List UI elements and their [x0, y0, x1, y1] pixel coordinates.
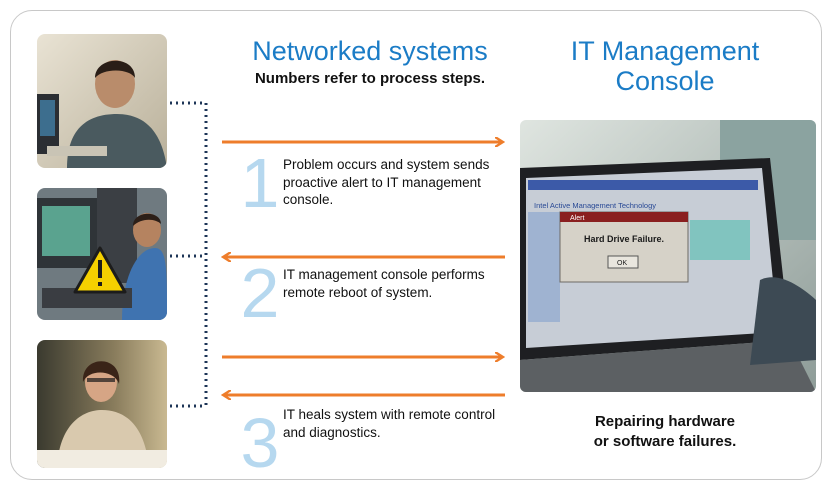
photo-woman-at-desk [37, 340, 167, 468]
photo-man-at-computer [37, 34, 167, 168]
warning-icon [73, 246, 127, 294]
networked-systems-heading: Networked systems [252, 36, 488, 66]
alert-title: Alert [570, 215, 584, 222]
dotted-connector [170, 101, 208, 408]
step-text-1: Problem occurs and system sends proactiv… [283, 157, 490, 207]
step-text-2: IT management console performs remote re… [283, 267, 485, 300]
step-number-1: 1 [240, 144, 280, 222]
caption-line2: or software failures. [593, 433, 737, 450]
caption-line1: Repairing hardware [594, 413, 736, 430]
step-text-3: IT heals system with remote control and … [283, 407, 496, 440]
console-heading-line2: Console [615, 66, 715, 96]
alert-dialog: Alert Hard Drive Failure. OK [559, 211, 689, 283]
alert-message: Hard Drive Failure. [584, 234, 664, 244]
step-number-2: 2 [240, 254, 280, 332]
photo-console-laptop: Intel Active Management Technology Alert… [520, 120, 816, 392]
steps-note: Numbers refer to process steps. [254, 70, 486, 87]
ok-button: OK [617, 260, 627, 267]
console-caption: Repairing hardware or software failures. [540, 412, 790, 452]
photo-system-with-warning [37, 188, 167, 320]
step-number-3: 3 [240, 404, 280, 482]
console-heading: IT Management Console [540, 36, 790, 96]
console-heading-line1: IT Management [570, 36, 760, 66]
screen-header: Intel Active Management Technology [534, 201, 656, 210]
